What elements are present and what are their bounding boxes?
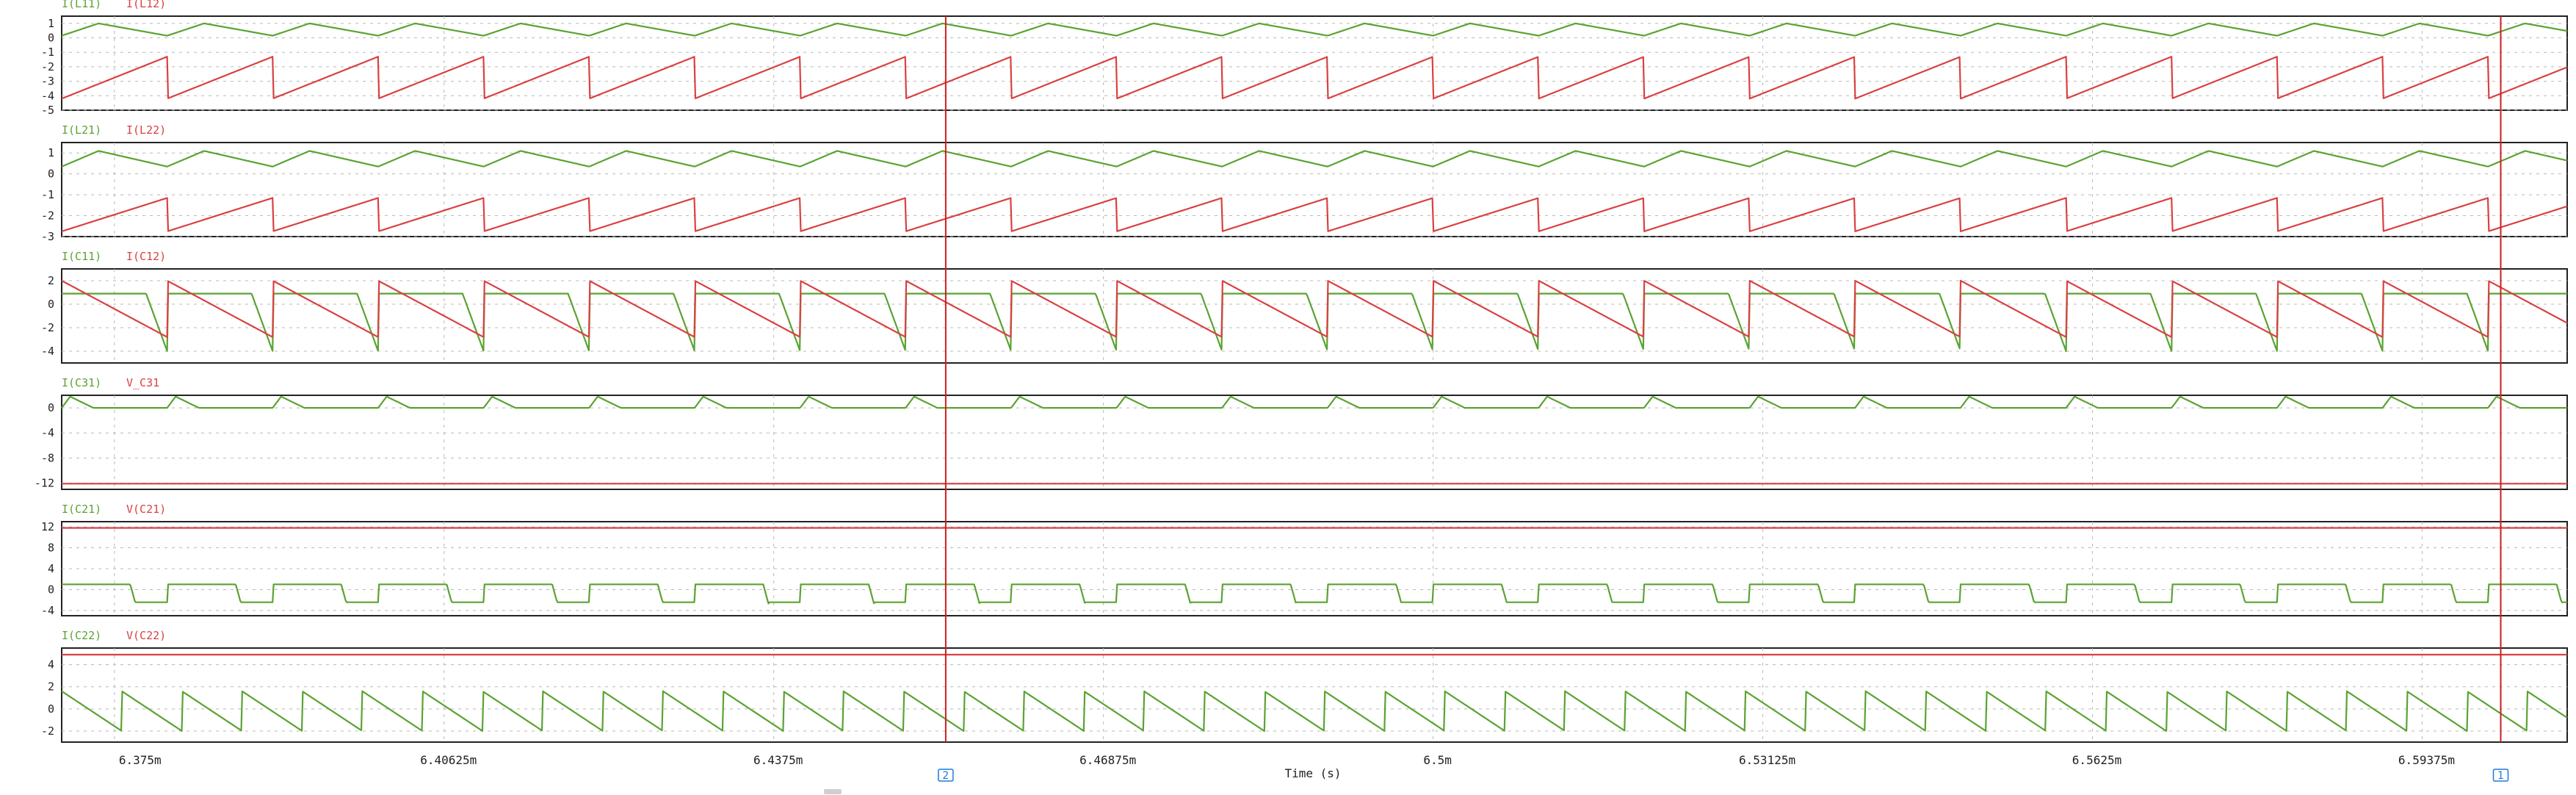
trace-i-c12 [61,279,2568,338]
y-tick-label: 4 [48,562,54,575]
y-tick-label: 0 [48,298,54,311]
x-tick-label: 6.46875m [1079,753,1136,767]
trace-i-l22 [61,197,2568,232]
trace-i-c31 [61,395,2567,409]
y-tick-label: 2 [48,680,54,694]
trace-i-l11 [61,22,2568,37]
capacitor-c31-panel: I(C31) V_C31 -12 -8 -4 0 [35,376,2568,490]
y-tick-label: 1 [48,146,54,159]
trace-i-c22 [61,690,2568,732]
capacitor-c21-panel: I(C21) V(C21) -4 0 4 8 12 [41,503,2568,617]
plot-area [61,647,2568,743]
y-tick-label: -3 [41,75,54,88]
trace-i-l21 [61,150,2568,168]
y-tick-label: 4 [48,658,54,672]
x-tick-label: 6.5625m [2072,753,2121,767]
y-tick-label: -2 [41,321,54,334]
time-axis: 6.375m 6.40625m 6.4375m 6.46875m 6.5m 6.53125… [119,753,2455,767]
legend-entry: I(L11) [62,0,101,10]
x-tick-label: 6.40625m [420,753,477,767]
trace-i-c21 [62,583,2567,605]
horizontal-scrollbar-thumb[interactable] [824,789,842,794]
inductor-l1-panel: I(L11) I(L12) -5 -4-3 -2-10 1 [41,0,2568,117]
y-tick-label: 1 [48,17,54,30]
y-tick-label: 0 [48,583,54,596]
x-axis-label: Time (s) [1284,766,1341,780]
y-tick-label: -4 [41,345,54,358]
legend-entry: I(C22) [62,629,101,642]
y-tick-label: -2 [41,60,54,73]
y-tick-label: -4 [41,426,54,439]
legend-entry: I(L12) [126,0,166,10]
inductor-l2-panel: I(L21) I(L22) -3 -2 -1 0 1 [41,123,2568,243]
cursor-2-label: 2 [942,770,949,782]
y-tick-label: -8 [41,451,54,464]
legend-entry: V(C21) [126,503,166,516]
y-tick-label: -4 [41,89,54,102]
y-tick-label: -1 [41,188,54,201]
x-tick-label: 6.4375m [753,753,803,767]
y-tick-label: 8 [48,542,54,555]
cursor-1-handle[interactable] [2492,769,2509,782]
y-tick-label: 12 [41,520,54,533]
x-tick-label: 6.59375m [2398,753,2455,767]
legend-entry: I(C21) [62,503,101,516]
legend-entry: I(C31) [62,376,101,389]
x-tick-label: 6.375m [119,753,162,767]
y-tick-label: 0 [48,702,54,716]
trace-i-l12 [61,56,2568,100]
legend-entry: I(L21) [62,123,101,137]
y-tick-label: 0 [48,168,54,181]
y-tick-label: -4 [41,604,54,617]
plot-panels: I(L11)I(L12)-5-4-3-2-101I(L21)I(L22)-3-2… [35,0,2568,743]
x-tick-label: 6.5m [1423,753,1452,767]
legend-entry: I(L22) [126,123,166,137]
y-tick-label: 0 [48,32,54,45]
legend-entry: I(C12) [126,250,166,263]
plot-area [61,395,2568,490]
legend-entry: I(C11) [62,250,101,263]
y-tick-label: -2 [41,209,54,223]
plot-area [61,142,2568,237]
cursor-1-label: 1 [2497,770,2504,782]
y-tick-label: 2 [48,274,54,287]
y-tick-label: -5 [41,104,54,117]
x-tick-label: 6.53125m [1739,753,1795,767]
y-tick-label: -2 [41,724,54,738]
cursor-2-handle[interactable] [938,769,954,782]
y-tick-label: 0 [48,401,54,414]
legend-entry: V_C31 [126,376,159,389]
trace-i-c11 [62,292,2567,353]
y-tick-label: -12 [35,476,54,489]
y-tick-label: -3 [41,230,54,243]
capacitor-c22-panel: I(C22) V(C22) -2 0 2 4 [41,629,2568,743]
capacitor-c1-panel: I(C11) I(C12) -4 -2 0 2 [41,250,2568,364]
legend-entry: V(C22) [126,629,166,642]
y-tick-label: -1 [41,46,54,59]
